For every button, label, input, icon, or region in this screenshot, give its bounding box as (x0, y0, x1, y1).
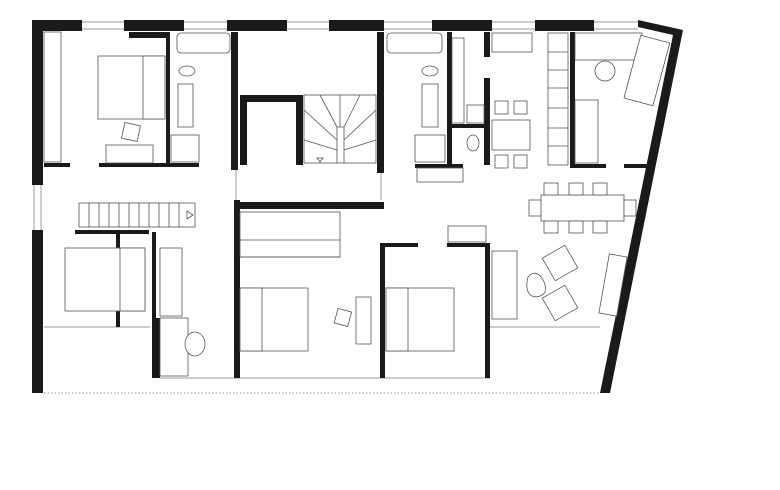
stair (78, 94, 377, 228)
exterior-walls (32, 20, 683, 393)
windows (33, 21, 638, 394)
furniture (43, 31, 671, 377)
